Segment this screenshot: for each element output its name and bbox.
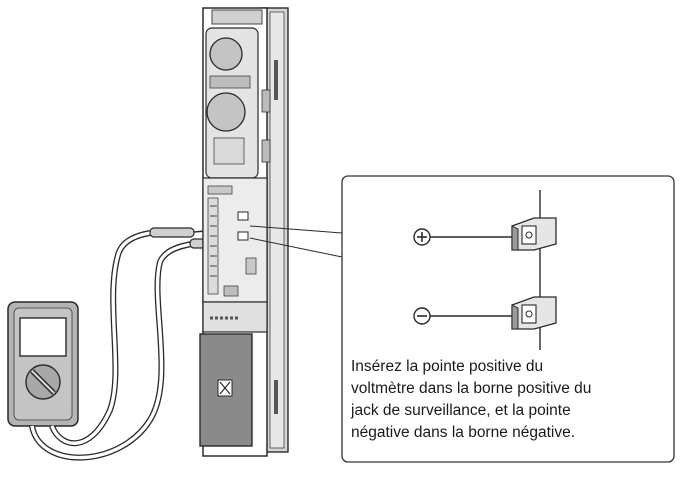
voltmeter: [7, 301, 79, 427]
negative-terminal-icon: [511, 296, 557, 330]
positive-terminal-icon: [511, 217, 557, 251]
negative-probe: [149, 227, 195, 238]
callout-box: [341, 175, 675, 463]
monitor-jack-negative: [237, 231, 249, 241]
instruction-line: jack de surveillance, et la pointe: [351, 402, 571, 419]
voltmeter-display: [19, 317, 67, 357]
instruction-line: voltmètre dans la borne positive du: [351, 380, 592, 397]
instruction-text: Insérez la pointe positive du voltmètre …: [351, 356, 671, 444]
lower-lens: [206, 92, 246, 132]
monitor-jack-positive: [237, 211, 249, 221]
instruction-line: Insérez la pointe positive du: [351, 358, 544, 375]
upper-lens: [209, 37, 243, 71]
instruction-line: négative dans la borne négative.: [351, 424, 576, 441]
detector-unit: [199, 7, 343, 457]
